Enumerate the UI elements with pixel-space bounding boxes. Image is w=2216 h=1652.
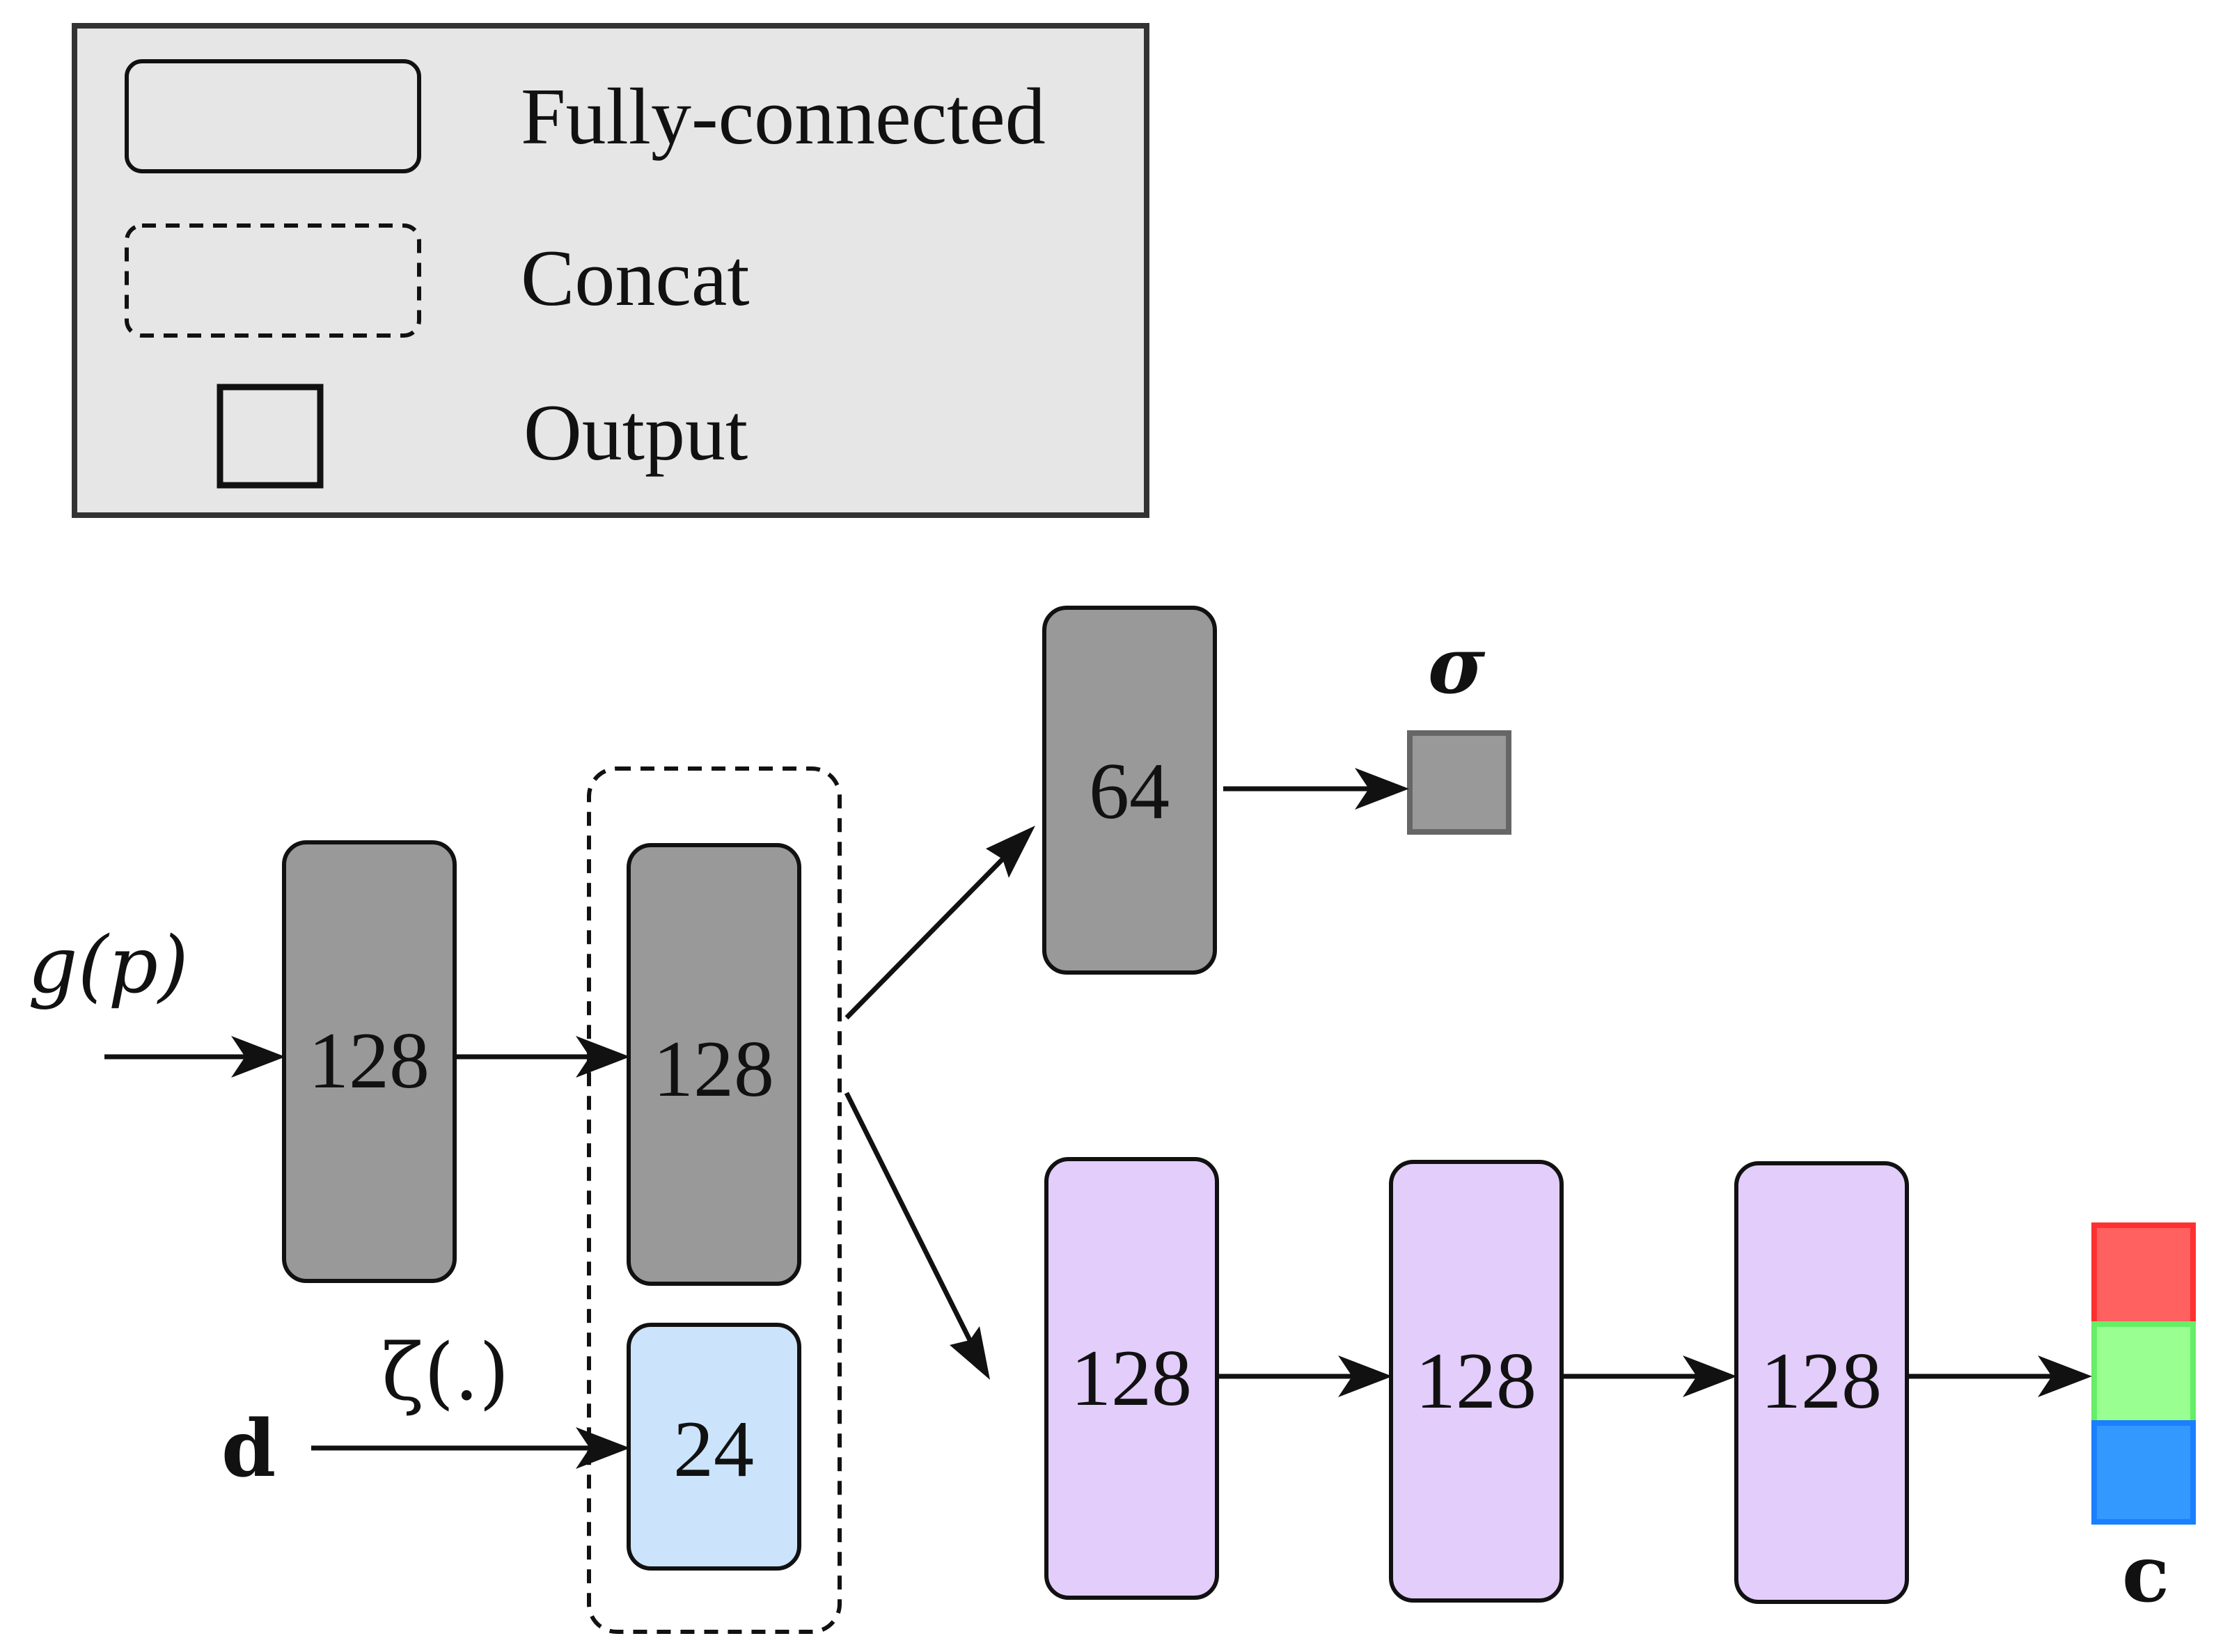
legend-label-output: Output (524, 388, 748, 478)
encoding-label: ζ(.) (382, 1328, 510, 1418)
color-output-blue (2091, 1420, 2196, 1525)
legend-swatch-fully-connected (125, 59, 421, 173)
color-output-red (2091, 1222, 2196, 1327)
layer-density-label: 64 (1089, 747, 1170, 836)
concat-group (587, 766, 842, 1634)
layer-density: 64 (1042, 606, 1217, 975)
legend-panel (72, 23, 1149, 518)
legend-label-concat: Concat (521, 234, 750, 323)
layer-l1: 128 (282, 840, 457, 1283)
legend-swatch-output (217, 384, 324, 489)
sigma-output (1407, 730, 1511, 835)
layer-c1-label: 128 (1071, 1334, 1192, 1423)
color-output (2091, 1222, 2196, 1525)
position-input-label: g(p) (28, 920, 189, 1011)
legend-label-fully-connected: Fully-connected (521, 72, 1046, 162)
sigma-label: σ (1428, 620, 1486, 711)
layer-l1-label: 128 (308, 1016, 430, 1106)
layer-c3-label: 128 (1761, 1337, 1882, 1426)
layer-c1: 128 (1044, 1157, 1219, 1600)
layer-dir-enc-label: 24 (673, 1405, 754, 1494)
layer-l2: 128 (627, 843, 801, 1286)
layer-l2-label: 128 (653, 1025, 774, 1114)
legend: Fully-connected Concat Output (72, 23, 1149, 518)
legend-swatch-concat (125, 223, 421, 338)
layer-dir-enc: 24 (627, 1323, 801, 1571)
layer-c2-label: 128 (1415, 1337, 1537, 1426)
layer-c2: 128 (1389, 1160, 1564, 1603)
color-output-green (2091, 1321, 2196, 1426)
direction-input-label: d (221, 1403, 276, 1495)
layer-c3: 128 (1734, 1161, 1909, 1604)
color-label: c (2122, 1529, 2169, 1620)
arrows (104, 768, 2092, 1469)
